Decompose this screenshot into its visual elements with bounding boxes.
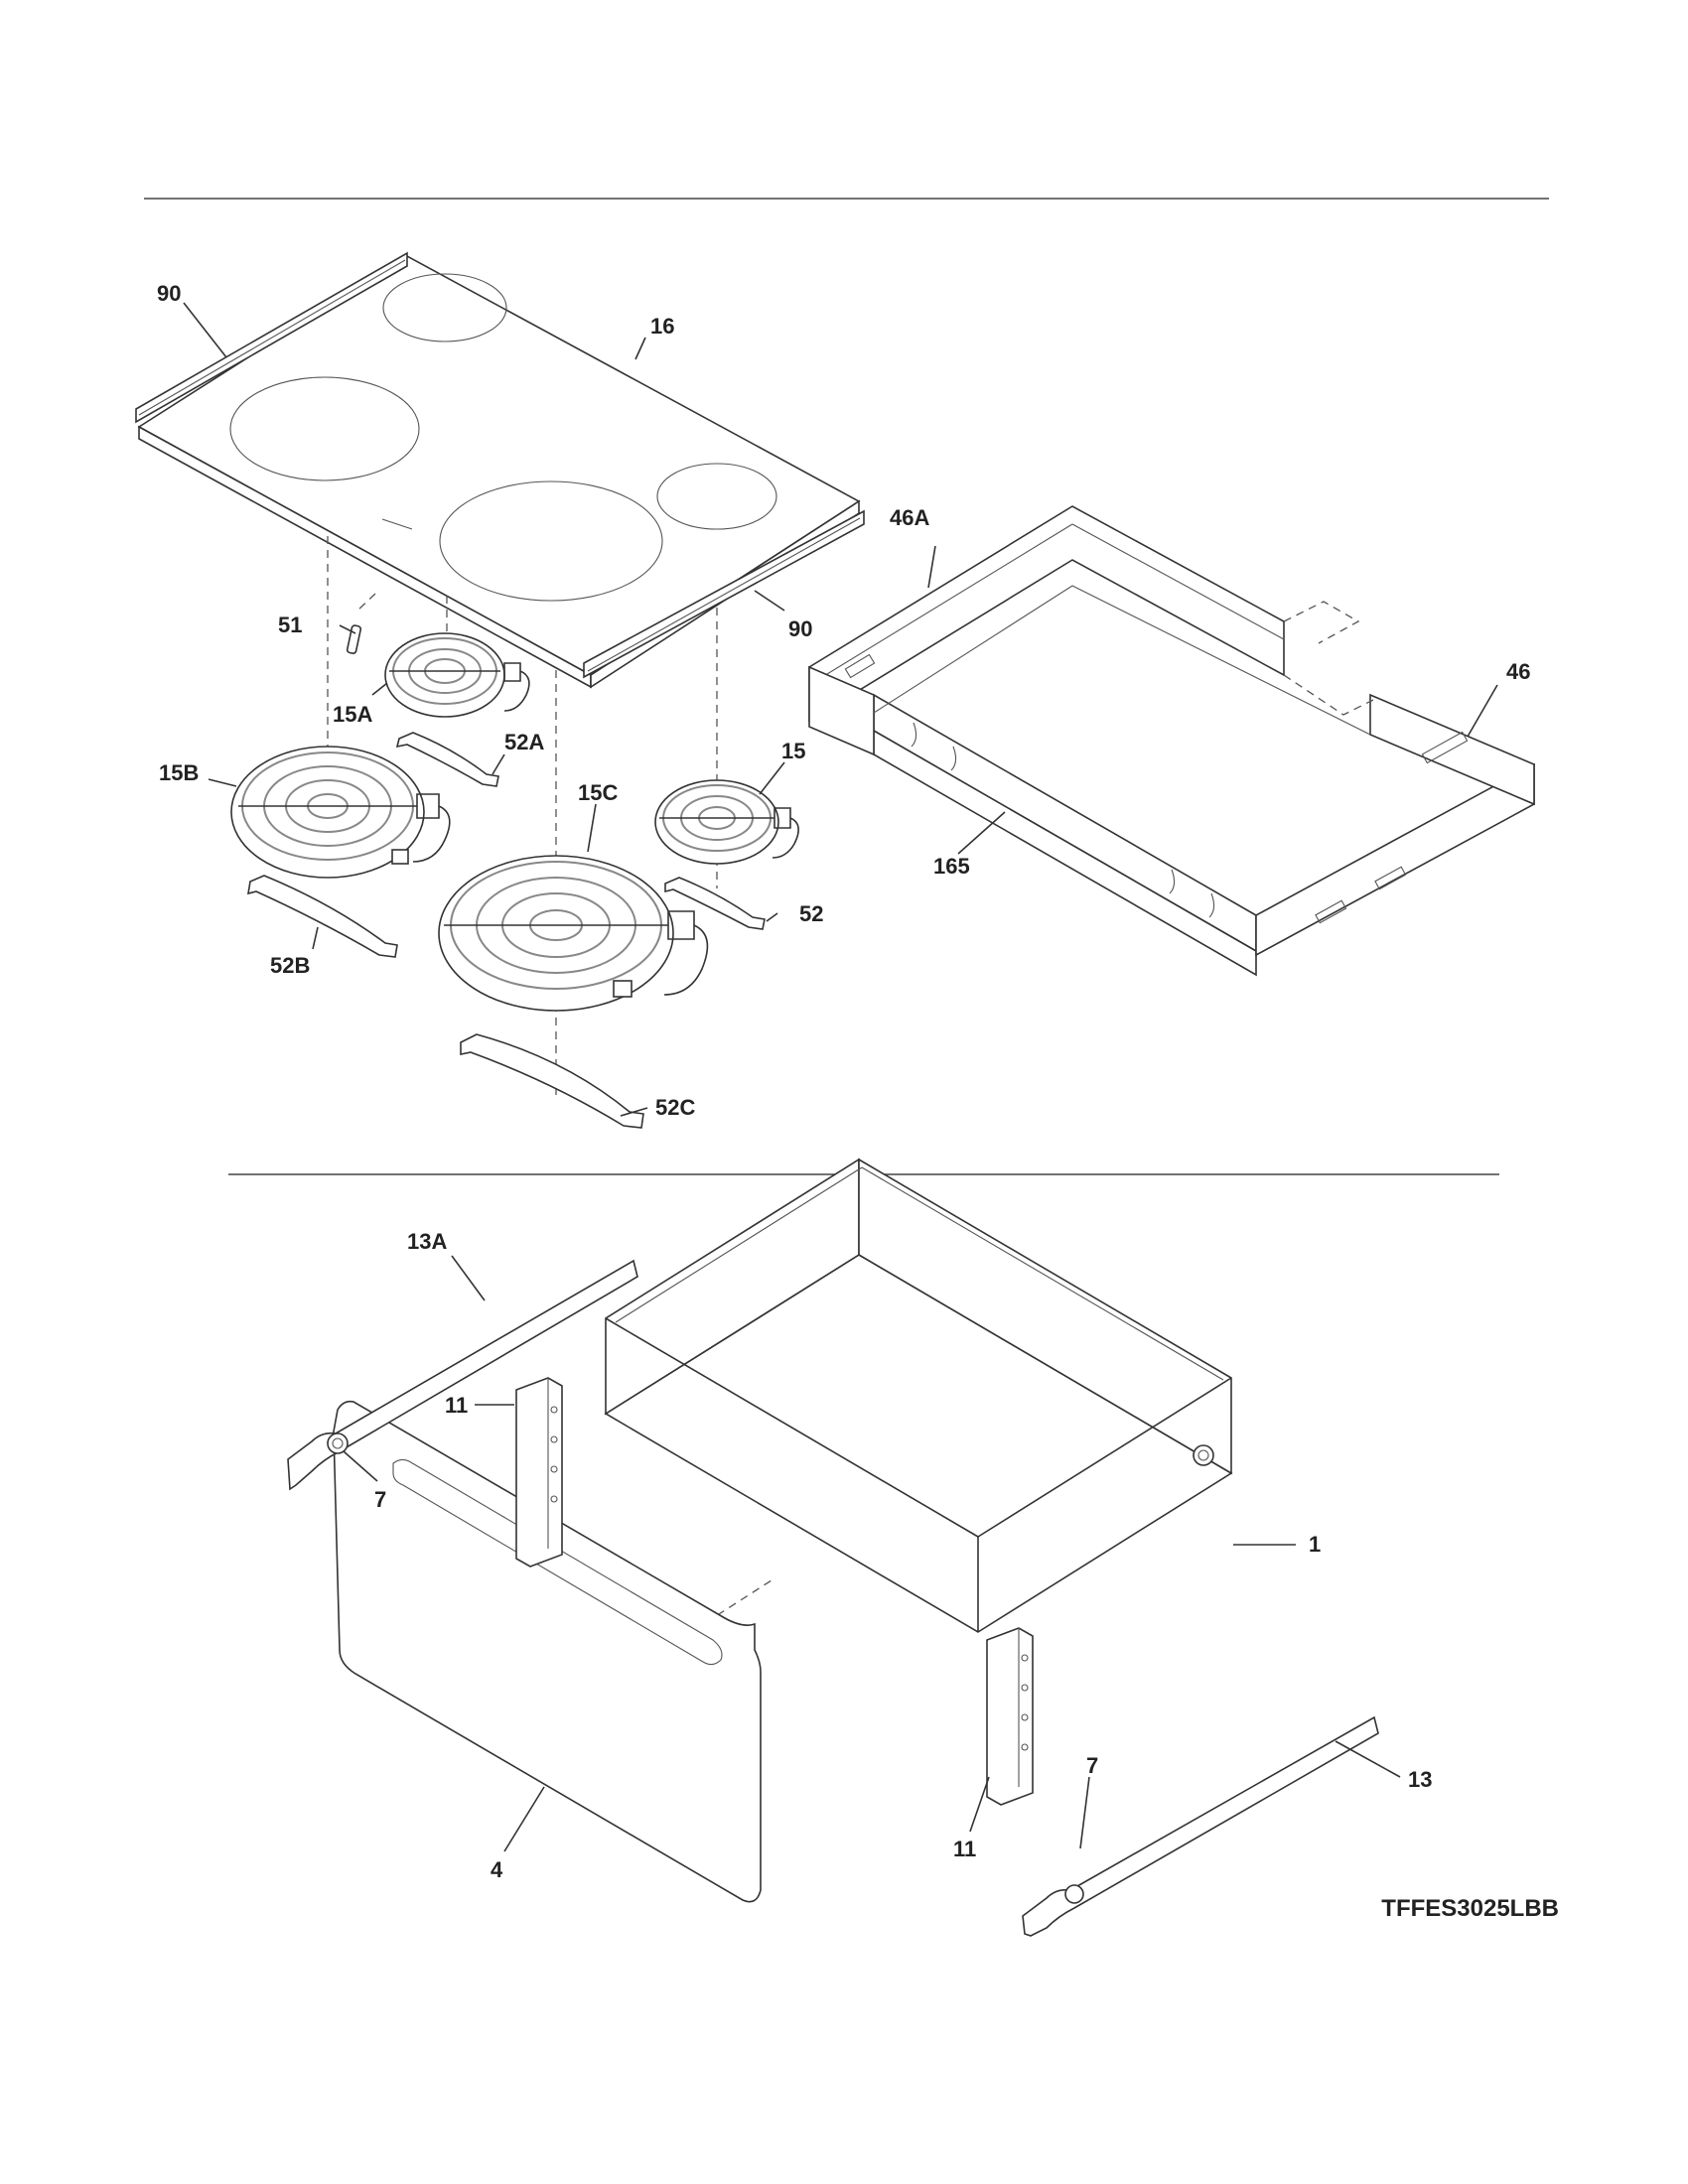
callout-90-right: 90 — [788, 616, 812, 641]
callout-13A: 13A — [407, 1229, 447, 1254]
bracket-52C — [460, 1033, 644, 1129]
callout-46: 46 — [1506, 659, 1530, 684]
callout-51: 51 — [278, 613, 302, 637]
callout-4: 4 — [491, 1857, 503, 1882]
element-15 — [654, 779, 799, 865]
callout-90-left: 90 — [157, 281, 181, 306]
callout-165: 165 — [933, 854, 970, 879]
callout-52: 52 — [799, 901, 823, 926]
callout-15A: 15A — [333, 702, 372, 727]
bracket-52B — [247, 875, 398, 958]
trim-strip-left — [135, 251, 408, 424]
drawer-front-panel — [333, 1400, 762, 1903]
trim-strip-right — [583, 509, 865, 679]
drawer-slide-rail-13 — [1022, 1715, 1379, 1937]
callout-52B: 52B — [270, 953, 310, 978]
callout-15C: 15C — [578, 780, 618, 805]
element-15A — [384, 632, 530, 718]
callout-16: 16 — [650, 314, 674, 339]
callout-15B: 15B — [159, 760, 199, 785]
drawer-slide-rail-13A — [287, 1259, 638, 1491]
cooktop-glass — [137, 255, 861, 689]
model-code: TFFES3025LBB — [1381, 1895, 1559, 1922]
callout-52C: 52C — [655, 1095, 695, 1120]
bracket-52 — [664, 877, 766, 930]
callout-15: 15 — [781, 739, 805, 763]
chassis-frame — [808, 505, 1535, 977]
callout-52A: 52A — [504, 730, 544, 754]
clip-51 — [346, 624, 362, 654]
drawer-body — [604, 1158, 1233, 1669]
callout-13: 13 — [1408, 1767, 1432, 1792]
element-15C — [438, 855, 709, 1012]
element-15B — [230, 746, 451, 879]
drawer-bracket-11-top — [515, 1377, 563, 1568]
callout-46A: 46A — [890, 505, 929, 530]
callout-7-right: 7 — [1086, 1753, 1098, 1778]
callout-7-left: 7 — [374, 1487, 386, 1512]
bracket-52A — [395, 732, 499, 787]
callout-11-bottom: 11 — [953, 1837, 976, 1861]
callout-11-top: 11 — [445, 1393, 468, 1418]
callout-1: 1 — [1309, 1532, 1321, 1557]
drawer-bracket-11-bottom — [986, 1627, 1034, 1806]
